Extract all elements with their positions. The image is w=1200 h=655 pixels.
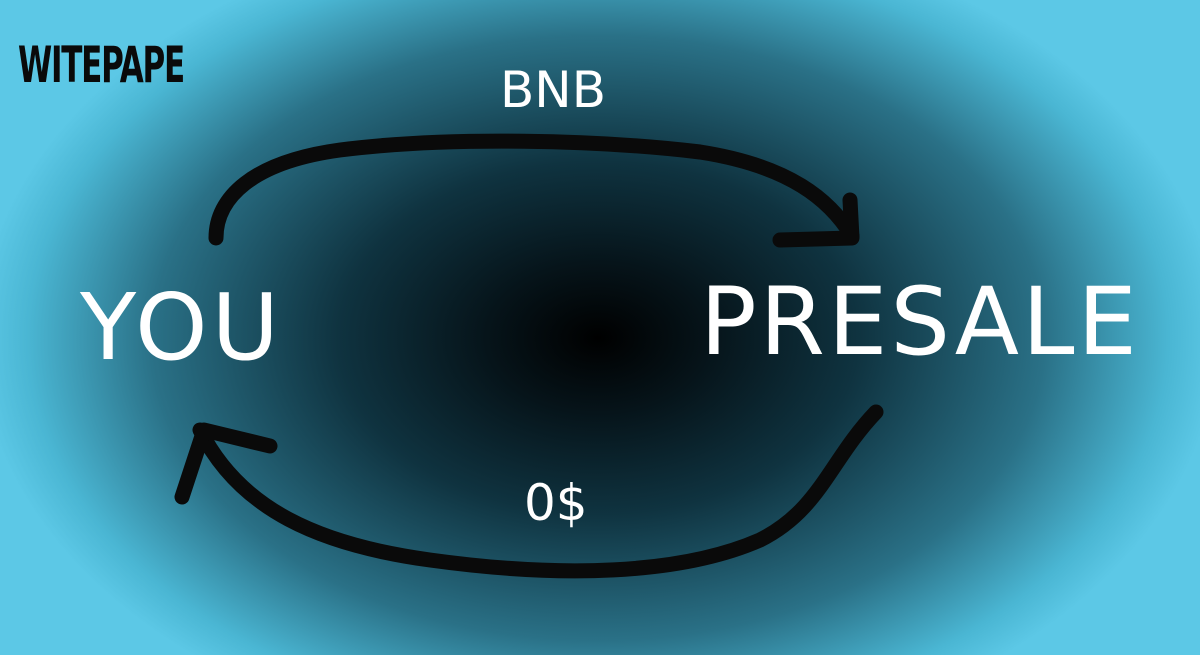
logo-wordmark: WITEPAPE — [18, 36, 185, 94]
arrow-top-head — [772, 192, 860, 248]
arrow-bottom-head — [174, 422, 278, 505]
edge-label-bottom: 0$ — [524, 474, 588, 532]
edge-label-top: BNB — [500, 61, 607, 119]
arrow-top — [208, 133, 860, 246]
node-presale: PRESALE — [700, 268, 1140, 377]
node-you: YOU — [80, 274, 283, 381]
arrow-bottom — [192, 404, 884, 579]
